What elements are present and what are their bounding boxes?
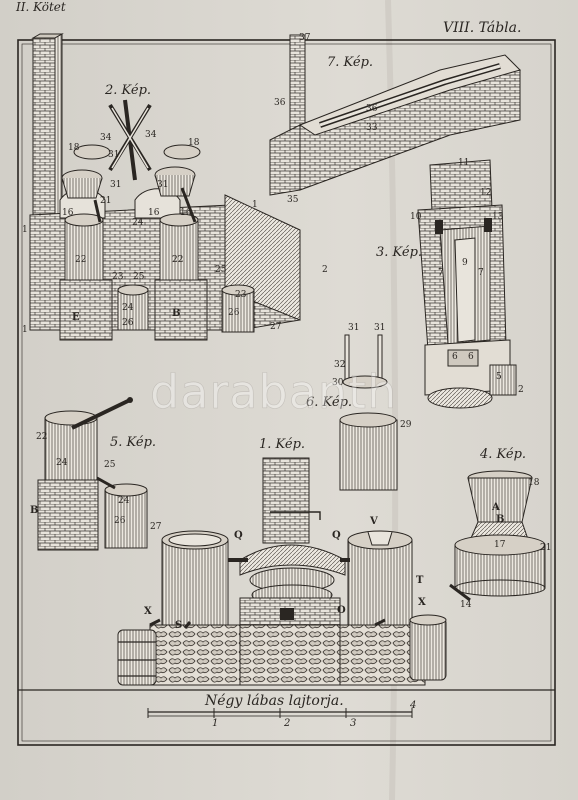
fig2-label: B: [172, 308, 181, 319]
fig2-label: 21: [100, 196, 112, 206]
fig1-label: Q: [234, 530, 243, 541]
fig2-label: 26: [228, 308, 240, 318]
fig2-label: 16: [62, 208, 74, 218]
fig1-label: X: [418, 597, 426, 608]
fig4-label: 17: [494, 540, 506, 550]
fig5-furnace: [37, 397, 148, 551]
fig1-label: Q: [332, 530, 341, 541]
fig6-crucible: [339, 334, 398, 491]
fig2-label: 22: [75, 255, 87, 265]
fig1-label: T: [416, 575, 424, 586]
fig2-label: 31: [157, 180, 169, 190]
scale-bar: [18, 689, 555, 718]
fig1-label: X: [144, 606, 152, 617]
watermark: darabanth: [150, 365, 398, 420]
fig2-label: 34: [100, 133, 112, 143]
fig2-label: 24: [132, 218, 144, 228]
fig7-label: 36: [366, 104, 378, 114]
fig2-label: 27: [270, 322, 282, 332]
fig7-label: 35: [287, 195, 299, 205]
plate-border: [17, 39, 556, 746]
fig7-tunnel-furnace: [269, 34, 521, 196]
fig4-label: 18: [528, 478, 540, 488]
scale-tick: 2: [284, 718, 291, 729]
fig5-label: 24: [118, 496, 130, 506]
fig6-label: 32: [334, 360, 346, 370]
scale-title: Négy lábas lajtorja.: [205, 693, 344, 709]
fig5-caption: 5. Kép.: [110, 435, 157, 450]
fig7-label: 37: [299, 33, 311, 43]
fig2-label: 2: [322, 265, 328, 275]
fig1-label: V: [370, 516, 378, 527]
fig7-caption: 7. Kép.: [327, 55, 374, 70]
fig2-furnace-complex: [29, 33, 301, 341]
fig2-label: 23: [112, 272, 124, 282]
scale-tick: 4: [410, 700, 417, 711]
fig2-label: 24: [122, 303, 134, 313]
fig3-label: 13: [492, 212, 504, 222]
fig3-label: 7: [478, 268, 484, 278]
fig3-label: 5: [496, 372, 502, 382]
fig3-label: 6: [452, 352, 458, 362]
fig2-label: 1: [22, 325, 28, 335]
fig2-label: 31: [108, 150, 120, 160]
fig2-label: 23: [235, 290, 247, 300]
fig6-label: 31: [348, 323, 360, 333]
fig5-label: 25: [104, 460, 116, 470]
fig4-label: 21: [540, 543, 552, 553]
fig6-caption: 6. Kép.: [306, 395, 353, 410]
fig1-distillation-apparatus: [117, 457, 447, 686]
fig2-label: 34: [145, 130, 157, 140]
fig1-caption: 1. Kép.: [259, 437, 306, 452]
fig4-label: B: [496, 514, 505, 525]
fig2-label: 25: [215, 265, 227, 275]
fig3-label: 9: [462, 258, 468, 268]
fig2-label: E: [72, 312, 80, 323]
fig3-label: 10: [410, 212, 422, 222]
fig2-label: 18: [188, 138, 200, 148]
fig2-label: 26: [122, 318, 134, 328]
fig2-label: 22: [172, 255, 184, 265]
fig2-label: 16: [148, 208, 160, 218]
fig7-label: 33: [366, 123, 378, 133]
scale-tick: 1: [212, 718, 219, 729]
fig3-long-furnace: [417, 159, 517, 409]
fig5-label: 22: [36, 432, 48, 442]
fig5-label: B: [30, 505, 39, 516]
fig6-label: 31: [374, 323, 386, 333]
fig4-label: 14: [460, 600, 472, 610]
fig3-label: 2: [518, 385, 524, 395]
plate-number: VIII. Tábla.: [443, 20, 522, 36]
fig2-label: 25: [133, 272, 145, 282]
fig5-label: 24: [56, 458, 68, 468]
fig2-label: 18: [68, 143, 80, 153]
fig5-label: 26: [114, 516, 126, 526]
fig4-label: A: [492, 502, 500, 513]
fig4-alembic: [449, 470, 546, 602]
fig5-label: 27: [150, 522, 162, 532]
fig6-label: 30: [332, 378, 344, 388]
fig1-label: S: [175, 620, 183, 631]
fig4-caption: 4. Kép.: [480, 447, 527, 462]
fig6-label: 29: [400, 420, 412, 430]
fig3-label: 11: [458, 158, 470, 168]
fig2-label: 16: [180, 208, 192, 218]
fig3-label: 6: [468, 352, 474, 362]
fig3-caption: 3. Kép.: [376, 245, 423, 260]
fig2-label: 1: [252, 200, 258, 210]
fig7-label: 36: [274, 98, 286, 108]
fig2-label: 1: [22, 225, 28, 235]
fig2-caption: 2. Kép.: [105, 83, 152, 98]
fig3-label: 12: [480, 188, 492, 198]
scale-tick: 3: [350, 718, 357, 729]
volume-label: II. Kötet: [16, 0, 66, 14]
fig3-label: 7: [438, 268, 444, 278]
fig1-label: O: [337, 605, 346, 616]
fig2-label: 31: [110, 180, 122, 190]
